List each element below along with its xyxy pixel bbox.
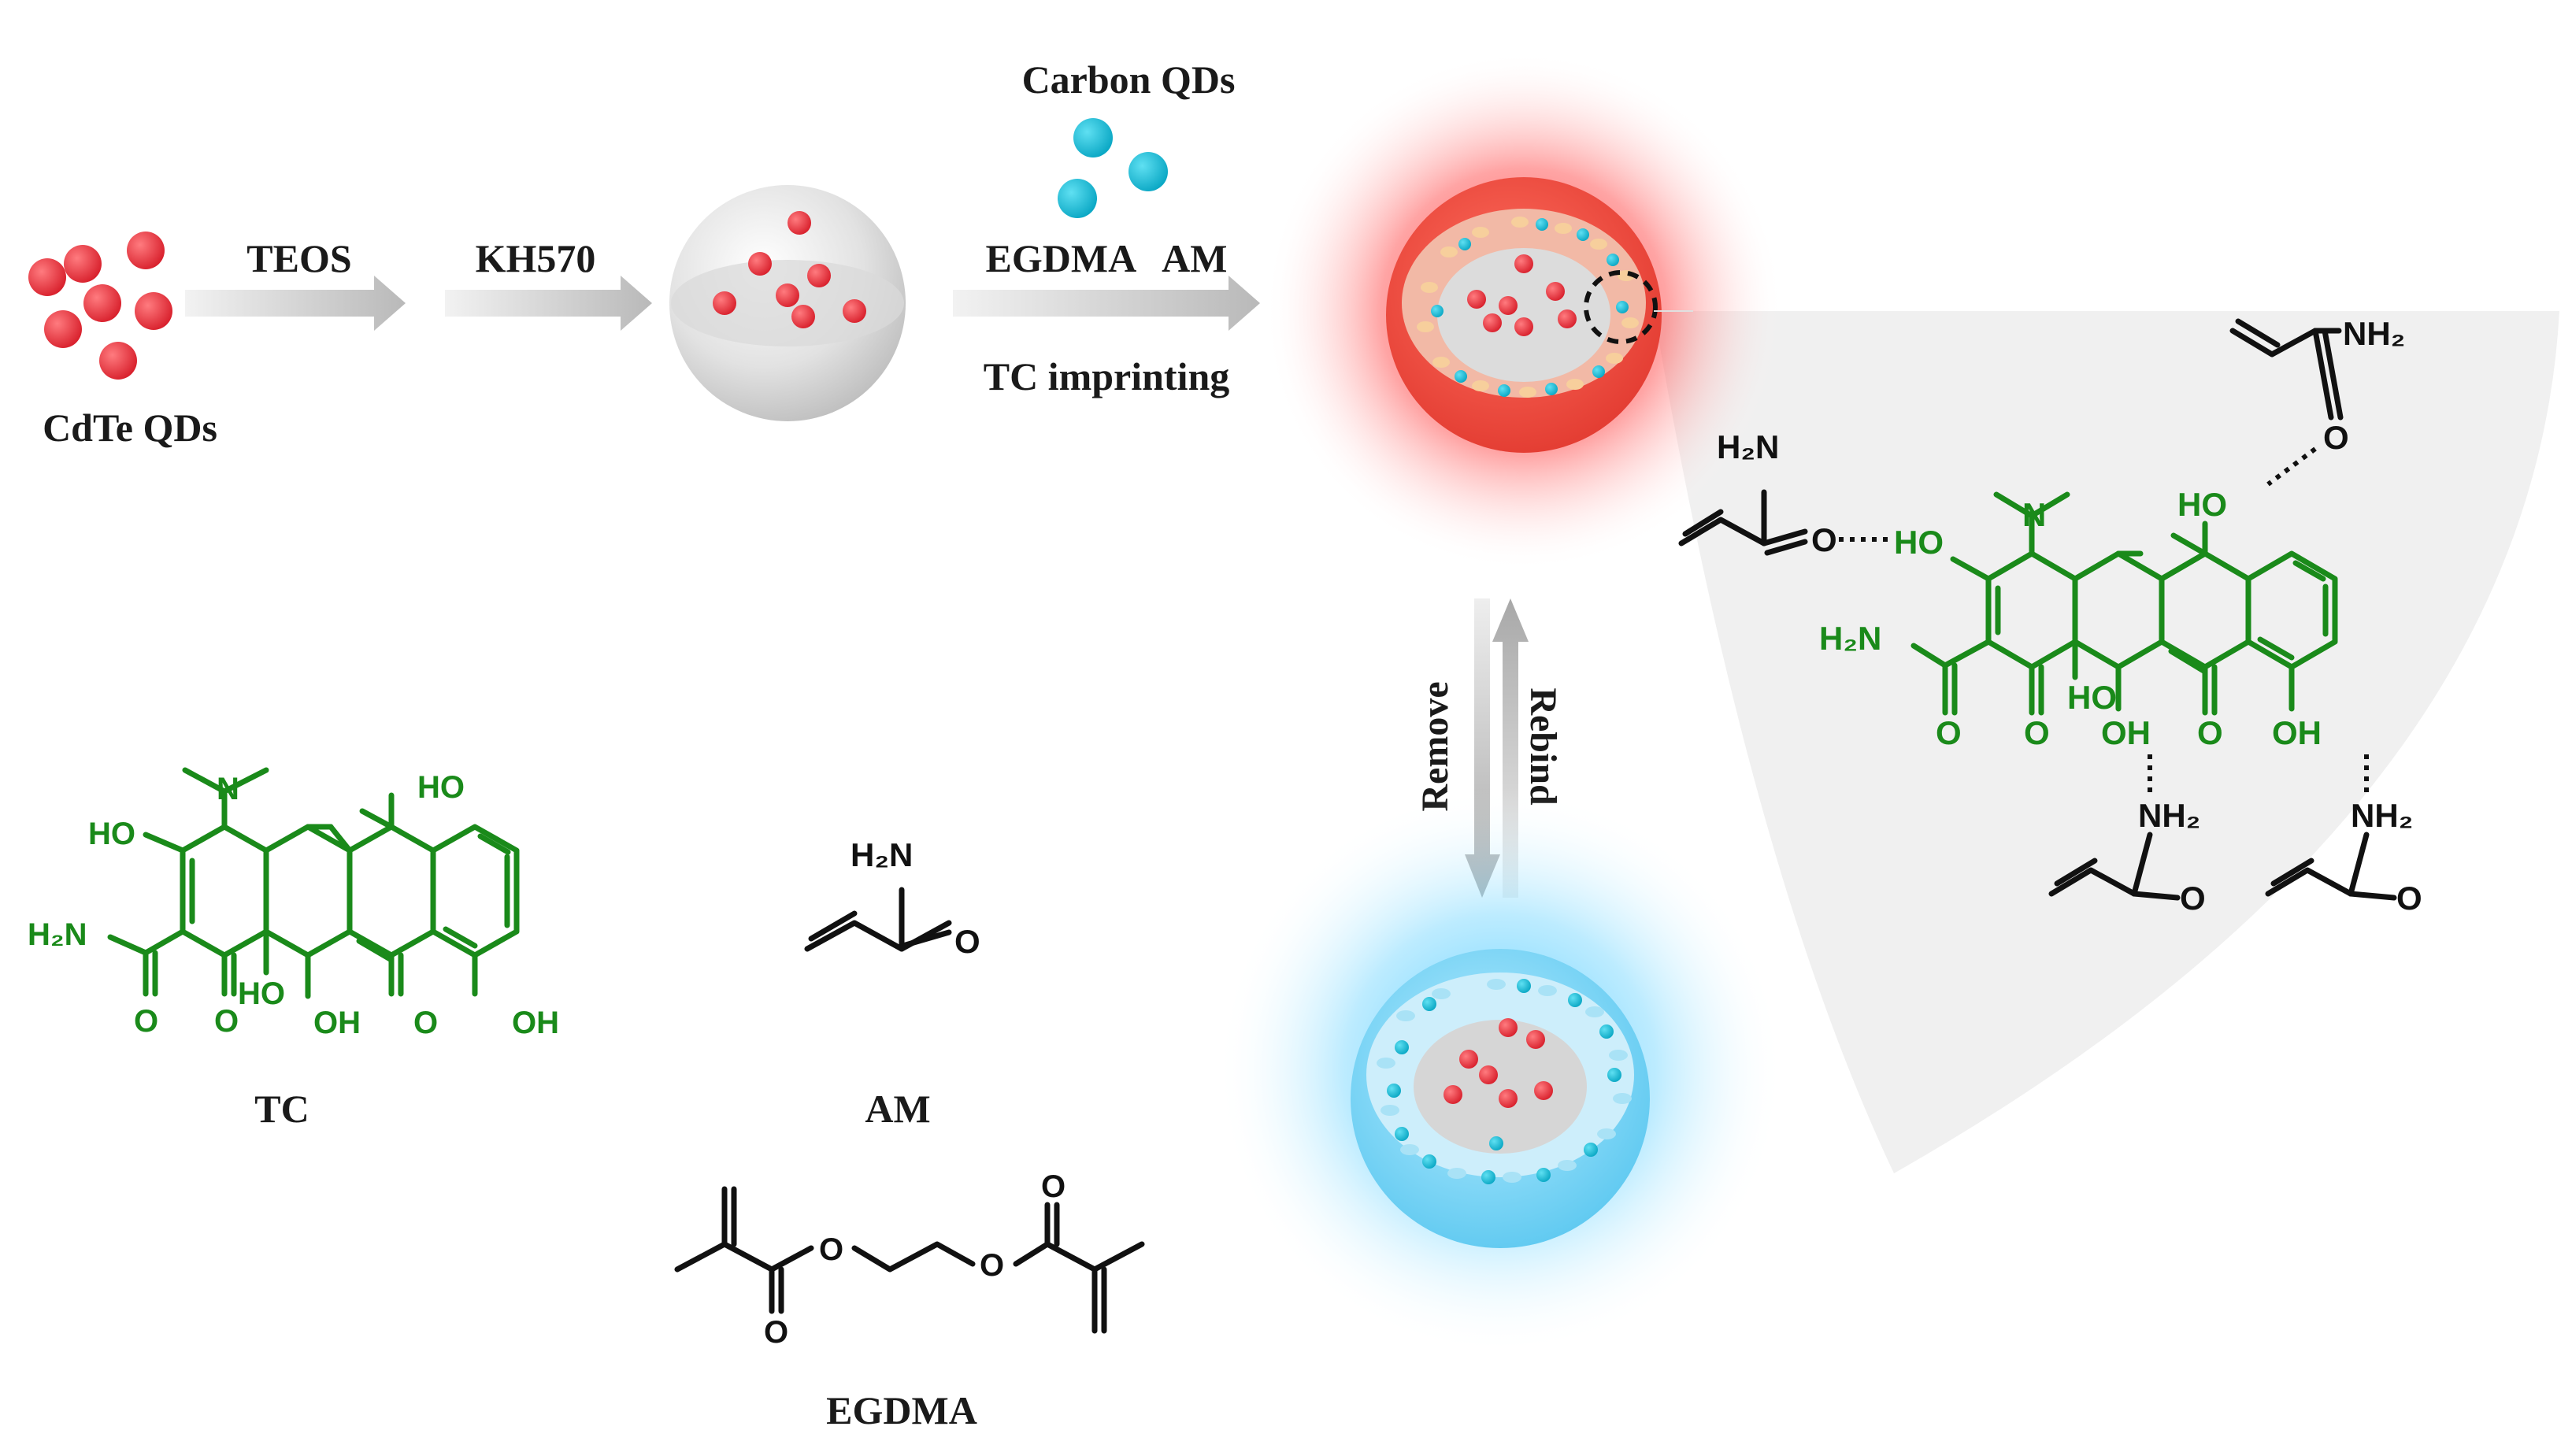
tc-o-ketone: O [214,1004,239,1039]
tc-am-complex: N HO HO H₂N O O HO OH O OH H₂N O NH₂ O N… [1678,315,2422,917]
am-structure: H₂N O [804,836,980,960]
tc-o-c11: O [413,1006,438,1040]
tc-oh-phenol: OH [512,1006,559,1040]
cx-ho-top: HO [2177,486,2227,523]
egdma-o-2: O [764,1315,788,1350]
tc-ho-top: HO [417,770,465,805]
cx-am3-nh2: NH₂ [2138,797,2200,834]
carbon-qds-label: Carbon QDs [1022,57,1236,102]
remove-arrow [1465,598,1500,898]
egdma-label: EGDMA [826,1388,977,1432]
egdma-am-label: EGDMA AM [986,236,1228,280]
cx-am1-o: O [1811,521,1837,558]
cx-ho-left: HO [1894,524,1944,561]
cx-n: N [2022,496,2046,533]
tc-oh-enol: OH [313,1006,361,1040]
cx-am4-o: O [2396,880,2422,917]
cx-h2n: H₂N [1819,620,1881,657]
complex-background-panel [1654,311,2559,1173]
tc-structure: N HO HO H₂N O O HO OH O OH [28,767,559,1040]
carbon-qds [1058,118,1168,218]
am-o: O [954,923,980,960]
tc-imprinting-label: TC imprinting [984,354,1230,398]
cdte-qds-label: CdTe QDs [43,406,217,450]
silica-sphere [669,185,906,421]
kh570-label: KH570 [476,236,596,280]
teos-label: TEOS [246,236,351,280]
cx-am4-nh2: NH₂ [2351,797,2413,834]
teos-arrow [185,276,406,331]
egdma-structure: O O O O [674,1169,1145,1350]
remove-label: Remove [1414,681,1456,811]
cx-am1-h2n: H₂N [1717,428,1779,465]
cx-o-c11: O [2197,714,2223,751]
rebind-arrow [1492,598,1529,898]
binding-site-zoom-marker [1584,270,1658,344]
tc-label: TC [254,1087,309,1131]
rebind-label: Rebind [1522,687,1564,806]
tc-h2n: H₂N [28,917,87,952]
cx-am2-o: O [2323,419,2349,456]
egdma-o-4: O [1041,1169,1065,1204]
cx-am3-o: O [2180,880,2206,917]
am-label: AM [865,1087,930,1131]
cx-oh-phenol: OH [2272,714,2322,751]
cx-o-ketone: O [2024,714,2050,751]
kh570-arrow [445,276,652,331]
cx-o-amide: O [1936,714,1962,751]
am-h2n: H₂N [851,836,913,873]
removed-template-sphere [1351,949,1650,1248]
cx-oh-enol: OH [2101,714,2151,751]
tc-o-amide: O [134,1004,158,1039]
tc-n-atom: N [217,772,239,806]
tc-ho-center: HO [238,976,285,1011]
imprinting-arrow [953,276,1260,331]
tc-ho-left: HO [88,817,135,851]
imprinted-sphere [1386,177,1662,453]
egdma-o-1: O [819,1232,843,1267]
cx-am2-nh2: NH₂ [2343,315,2405,352]
cx-ho-center: HO [2067,679,2117,716]
egdma-o-3: O [980,1248,1004,1283]
cdte-qds-cluster [28,232,172,380]
